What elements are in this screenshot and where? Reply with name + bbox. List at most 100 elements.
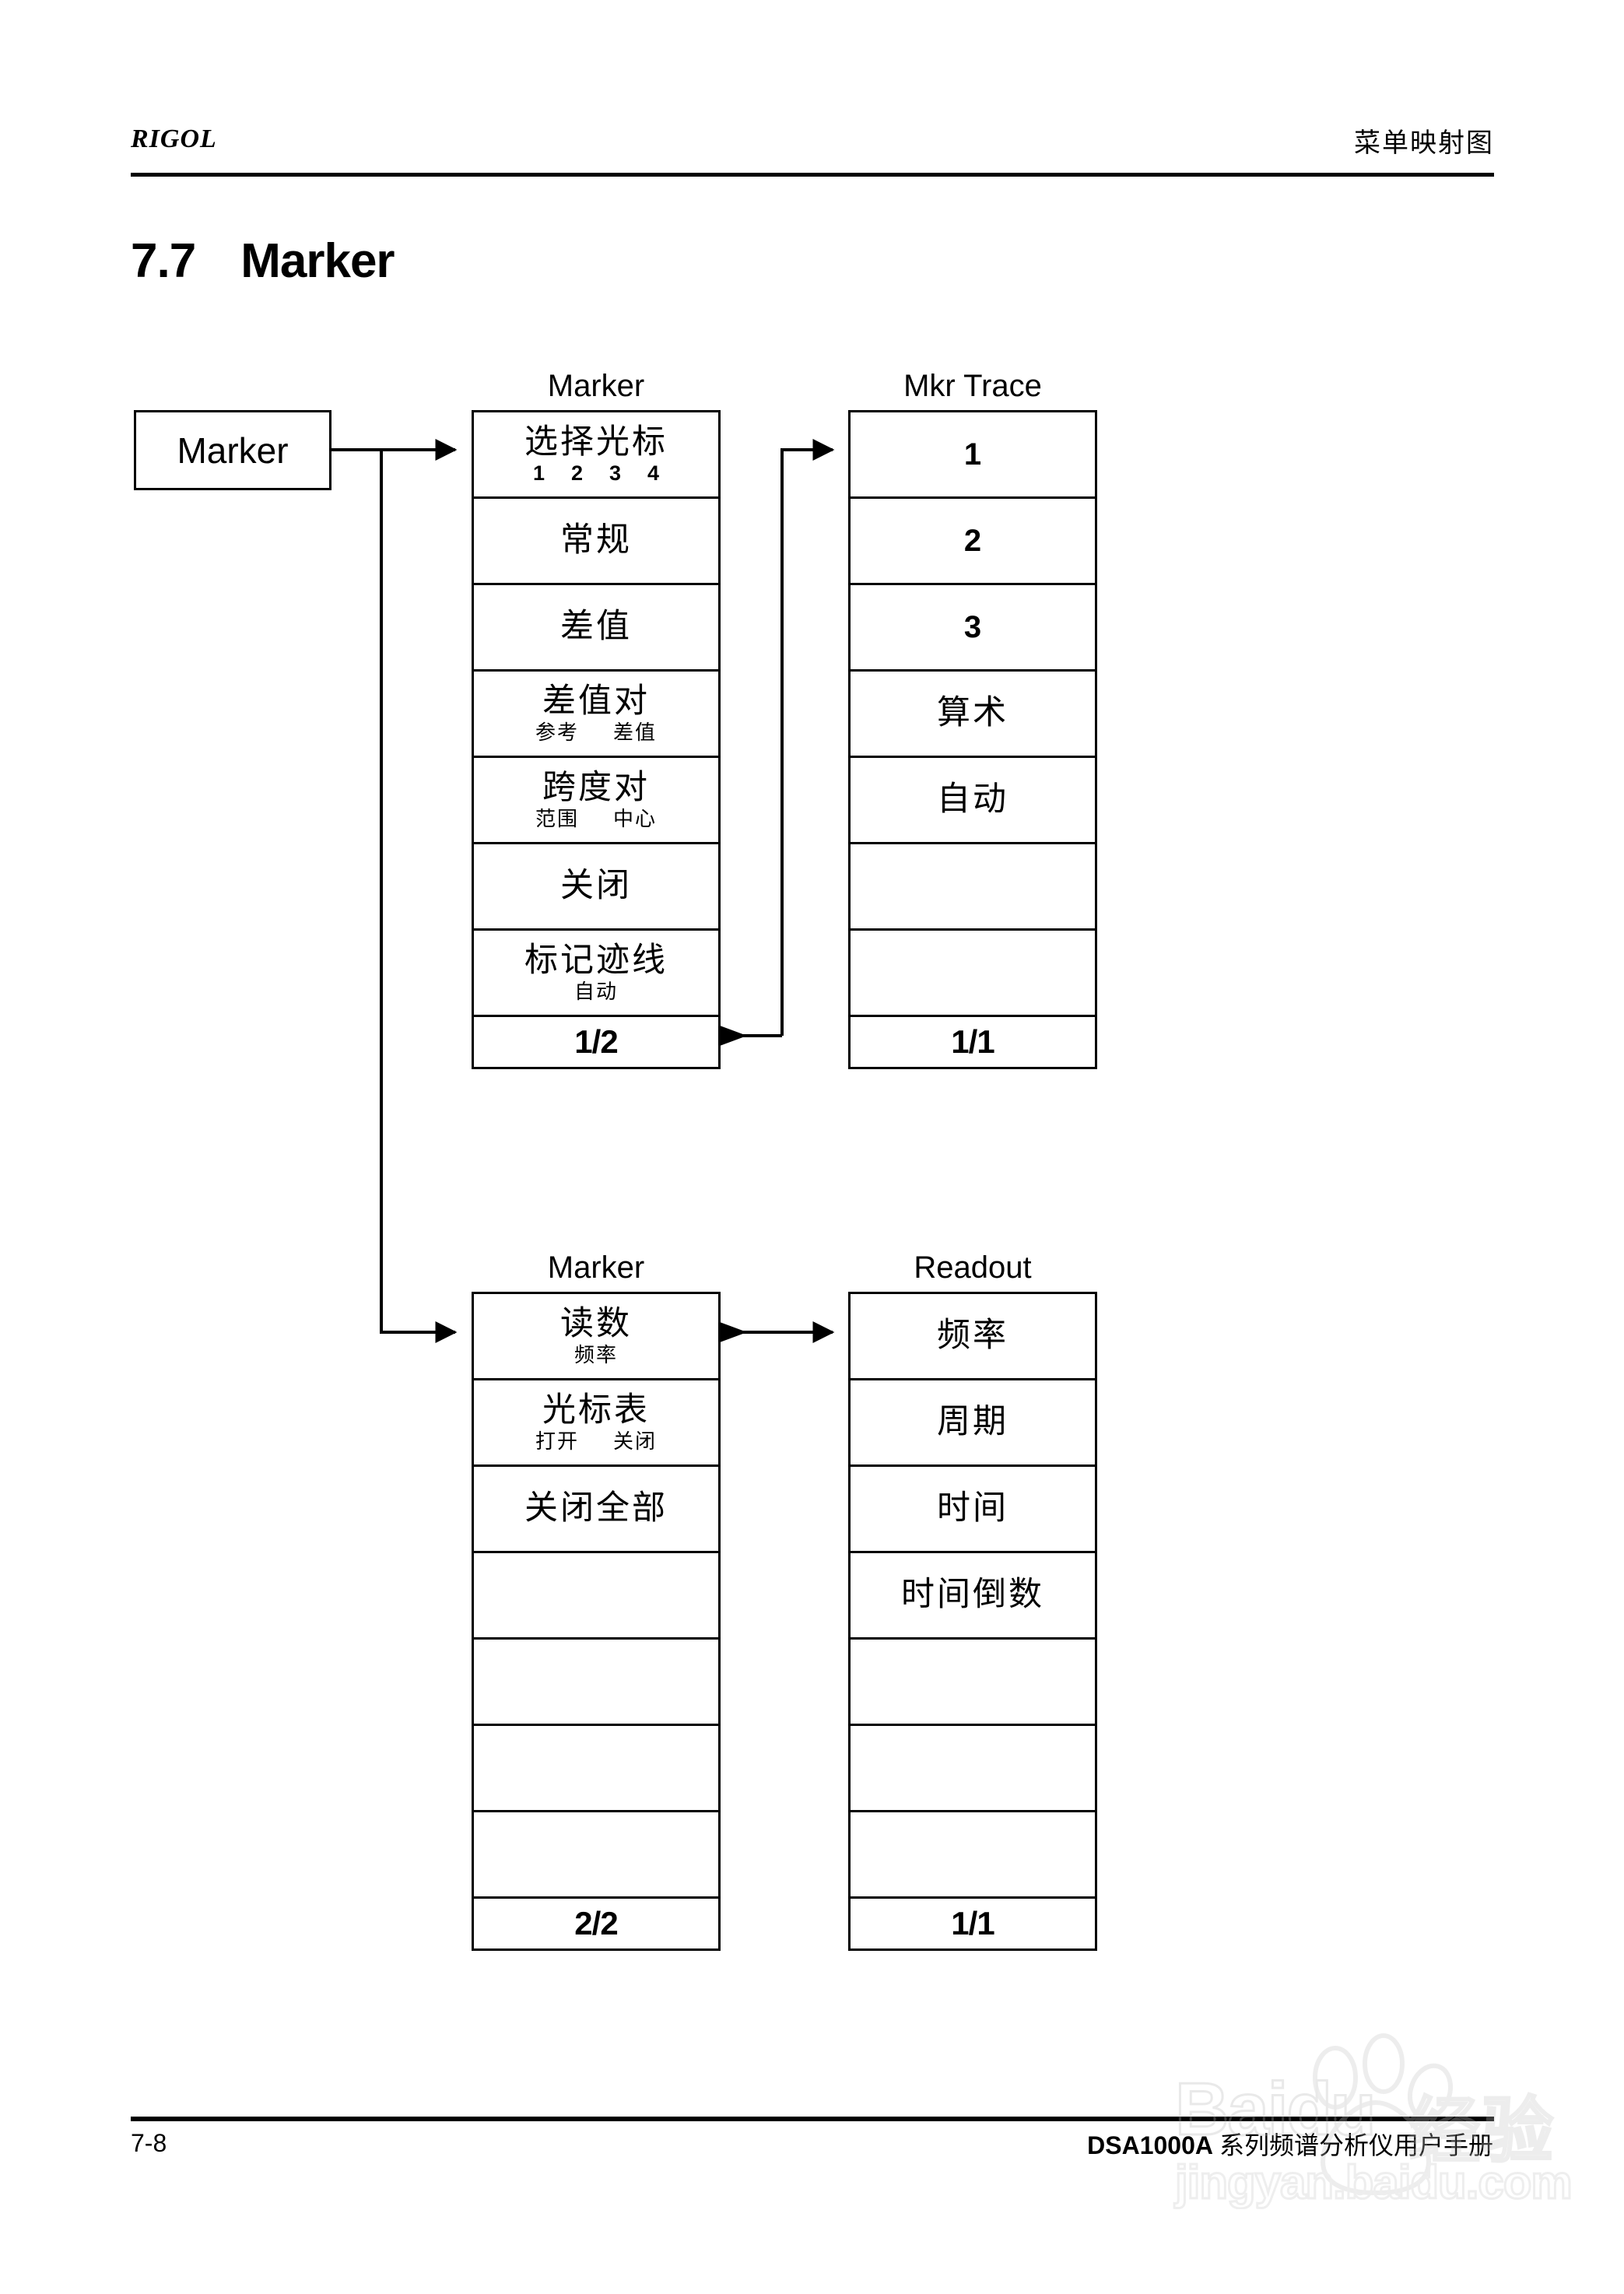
menu-item-label: 关闭全部 [524,1489,668,1528]
menu-item-label: 光标表 [542,1391,650,1430]
menu-item[interactable]: 周期 [851,1380,1095,1467]
menu-pager: 1/2 [474,1017,718,1067]
menu-item-sublabel: 4 [647,461,660,486]
menu-box: 读数频率光标表打开 关闭关闭全部 2/2 [472,1292,721,1951]
menu-item-sublabels: 自动 [574,982,618,1002]
menu-item-label: 差值对 [542,682,650,721]
footer-manual-model: DSA1000A [1087,2131,1213,2159]
menu-item[interactable]: 3 [851,585,1095,672]
menu-item-sublabel: 范围 [535,807,579,831]
menu-pager: 1/1 [851,1899,1095,1948]
menu-item-label: 差值 [560,607,632,647]
menu-column-mkr-trace: Mkr Trace 1 2 3 算术自动 1/1 [848,370,1097,1069]
menu-item-empty [851,844,1095,931]
menu-item-empty [474,1726,718,1812]
menu-column-title: Marker [547,369,645,403]
menu-pager-label: 1/2 [574,1023,618,1060]
menu-item-sublabel: 频率 [573,1343,618,1367]
menu-pager: 2/2 [474,1899,718,1948]
menu-item[interactable]: 差值对参考 差值 [474,672,718,758]
menu-item-empty [851,1640,1095,1726]
menu-item-label: 常规 [560,521,632,560]
menu-item-label: 3 [963,609,982,644]
menu-item-label: 2 [963,523,982,558]
menu-column-title: Mkr Trace [903,369,1042,403]
menu-item-label: 选择光标 [524,422,668,461]
root-menu-button-marker[interactable]: Marker [134,410,331,490]
watermark-url: jingyan.baidu.com [1174,2155,1574,2210]
menu-item-sublabel: 1 [532,461,545,486]
menu-item[interactable]: 标记迹线自动 [474,931,718,1017]
menu-item-empty [474,1553,718,1640]
footer-manual-subtitle: 系列频谱分析仪用户手册 [1219,2131,1493,2160]
page-header: RIGOL 菜单映射图 [131,125,1494,179]
menu-item-label: 读数 [560,1304,632,1344]
header-divider [131,173,1494,177]
menu-box: 频率周期时间时间倒数 1/1 [848,1292,1097,1951]
menu-item-sublabels: 范围 中心 [535,809,657,830]
section-name: Marker [240,234,395,288]
menu-item-sublabel: 3 [609,461,622,486]
menu-item-label: 自动 [937,780,1008,819]
menu-item[interactable]: 读数频率 [474,1294,718,1380]
menu-item[interactable]: 自动 [851,758,1095,844]
menu-item-sublabels: 参考 差值 [535,723,657,743]
footer-page-number: 7-8 [131,2129,167,2157]
menu-item-label: 1 [963,437,982,472]
menu-item-label: 周期 [937,1402,1008,1442]
menu-item-label: 时间倒数 [901,1575,1044,1615]
menu-item[interactable]: 2 [851,499,1095,585]
menu-item-sublabels: 频率 [574,1345,618,1366]
menu-item-sublabel: 参考 [535,721,579,745]
menu-item[interactable]: 关闭全部 [474,1467,718,1553]
menu-item[interactable]: 跨度对范围 中心 [474,758,718,844]
menu-pager-label: 1/1 [951,1905,994,1941]
rigol-logo: RIGOL [131,125,217,153]
menu-item-empty [474,1640,718,1726]
menu-item-label: 标记迹线 [524,941,668,980]
menu-column-title: Readout [914,1250,1032,1285]
menu-item-label: 频率 [937,1316,1008,1356]
menu-item-empty [474,1812,718,1899]
menu-item[interactable]: 算术 [851,672,1095,758]
menu-pager-label: 1/1 [951,1023,994,1060]
menu-item[interactable]: 光标表打开 关闭 [474,1380,718,1467]
menu-item-empty [851,1726,1095,1812]
page-title: 7.7 Marker [131,233,395,289]
menu-item[interactable]: 频率 [851,1294,1095,1380]
menu-item-sublabel: 关闭 [613,1429,658,1454]
menu-item[interactable]: 时间 [851,1467,1095,1553]
menu-item-sublabel: 打开 [535,1429,579,1454]
menu-item-sublabel: 中心 [613,807,658,831]
menu-item-empty [851,1812,1095,1899]
menu-column-marker-page2: Marker 读数频率光标表打开 关闭关闭全部 2/2 [472,1251,721,1951]
footer-divider [131,2117,1494,2121]
menu-item-sublabels: 打开 关闭 [535,1432,657,1452]
menu-item-label: 跨度对 [542,768,650,808]
menu-item[interactable]: 时间倒数 [851,1553,1095,1640]
menu-box: 1 2 3 算术自动 1/1 [848,410,1097,1069]
menu-item-sublabel: 自动 [573,980,618,1004]
menu-column-readout: Readout 频率周期时间时间倒数 1/1 [848,1251,1097,1951]
menu-item[interactable]: 差值 [474,585,718,672]
root-button-label: Marker [177,430,289,471]
menu-item-label: 时间 [937,1489,1008,1528]
menu-column-title: Marker [547,1250,645,1285]
menu-item-empty [851,931,1095,1017]
menu-item[interactable]: 常规 [474,499,718,585]
section-number: 7.7 [131,234,196,288]
menu-pager-label: 2/2 [574,1905,618,1941]
menu-item-sublabel: 差值 [613,721,658,745]
menu-item-sublabel: 2 [570,461,583,486]
menu-pager: 1/1 [851,1017,1095,1067]
menu-item[interactable]: 1 [851,412,1095,499]
menu-item-label: 算术 [937,693,1008,733]
menu-item[interactable]: 关闭 [474,844,718,931]
